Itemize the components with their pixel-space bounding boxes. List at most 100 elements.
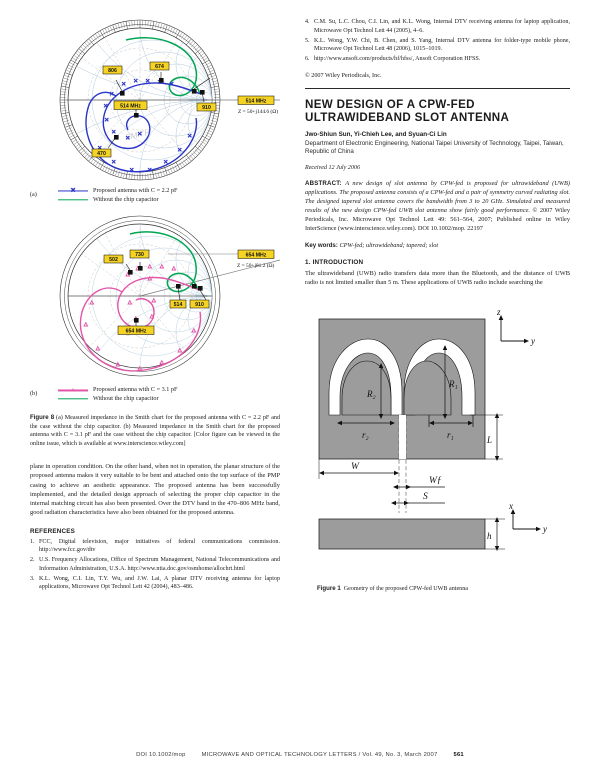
footer-page-number: 561 xyxy=(453,752,464,758)
smith-b-tag-654: 654 MHz xyxy=(117,325,155,335)
smith-a-tag-806: 806 xyxy=(102,65,123,75)
smith-a-tag-514: 514 MHz xyxy=(113,100,148,110)
axes-bottom xyxy=(512,511,539,530)
figure1-caption-text: Geometry of the proposed CPW-fed UWB ant… xyxy=(343,586,468,593)
reference-item: 5. K.L. Wong, Y.W. Chi, B. Chen, and S. … xyxy=(305,37,570,54)
reference-number: 4. xyxy=(305,19,310,25)
legend-label: Without the chip capacitor xyxy=(93,195,159,203)
tag-text: 654 MHz xyxy=(126,329,147,335)
legend-label: Without the chip capacitor xyxy=(93,394,159,402)
panel-id-a: (a) xyxy=(30,191,37,198)
tag-text: 514 xyxy=(174,302,183,308)
dimension-label-S: S xyxy=(423,492,428,502)
axis-label-y-bottom: y xyxy=(542,524,547,534)
smith-a-callout: 514 MHz Z = 50+j144.6 (Ω) xyxy=(237,95,278,115)
legend-label: Proposed antenna with C = 2.2 pF xyxy=(93,187,178,194)
dimension-r1 xyxy=(428,415,474,428)
legend-row: ▵ Proposed antenna with C = 3.1 pF xyxy=(58,386,280,395)
abstract: ABSTRACT: A new design of slot antenna b… xyxy=(305,180,570,233)
legend-panel-b: (b) ▵ Proposed antenna with C = 3.1 pF W… xyxy=(30,386,280,403)
callout-freq: 514 MHz xyxy=(246,98,267,104)
legend-row: ✖ Proposed antenna with C = 2.2 pF xyxy=(58,187,280,196)
tag-text: 674 xyxy=(155,64,164,70)
reference-number: 2. xyxy=(30,557,35,564)
tag-text: 910 xyxy=(202,105,211,111)
dimension-label-r1: r₁ xyxy=(447,430,454,440)
page-footer: DOI 10.1002/mop MICROWAVE AND OPTICAL TE… xyxy=(0,752,600,758)
figure1-caption: Figure 1 Geometry of the proposed CPW-fe… xyxy=(317,585,570,594)
article-title: NEW DESIGN OF A CPW-FED ULTRAWIDEBAND SL… xyxy=(305,97,510,124)
reference-text: FCC, Digital television, major initiativ… xyxy=(39,538,280,554)
section-divider xyxy=(305,87,570,89)
footer-journal: MICROWAVE AND OPTICAL TECHNOLOGY LETTERS… xyxy=(201,752,438,758)
dimension-label-L: L xyxy=(486,435,492,445)
smith-chart-panel-b: SMITH xyxy=(59,215,280,377)
abstract-body: A new design of slot antenna by CPW-fed … xyxy=(305,180,570,214)
keywords: Key words: CPW-fed; ultrawideband; taper… xyxy=(305,242,570,249)
introduction-heading: 1. INTRODUCTION xyxy=(305,258,364,266)
figure8-caption-text: (a) Measured impedance in the Smith char… xyxy=(30,415,280,447)
smith-a-tag-910: 910 xyxy=(196,102,217,112)
reference-item: 4. C.M. Su, L.C. Chou, C.I. Lin, and K.L… xyxy=(305,18,570,35)
smith-chart-panel-a: SMITH xyxy=(59,19,280,181)
tag-text: 910 xyxy=(195,302,204,308)
dimension-label-R2: R₂ xyxy=(366,389,376,399)
dimension-label-R1: R₁ xyxy=(448,379,458,389)
axis-label-z: z xyxy=(496,307,501,317)
axes-top xyxy=(500,317,527,342)
smith-b-tag-502: 502 xyxy=(103,254,124,264)
panel-id-b: (b) xyxy=(30,390,38,398)
reference-text: http://www.ansoft.com/products/hf/hfss/,… xyxy=(314,56,481,62)
references-list-left: 1. FCC, Digital television, major initia… xyxy=(30,538,280,592)
keywords-label: Key words: xyxy=(305,241,338,249)
tag-text: 502 xyxy=(109,257,118,263)
dimension-label-W: W xyxy=(351,462,360,472)
reference-text: K.L. Wong, C.I. Lin, T.Y. Wu, and J.W. L… xyxy=(39,575,280,591)
tag-text: 514 MHz xyxy=(120,103,141,109)
tag-text: 470 xyxy=(97,151,106,157)
smith-b-tag-730: 730 xyxy=(129,249,150,259)
article-authors: Jwo-Shiun Sun, Yi-Chieh Lee, and Syuan-C… xyxy=(305,131,447,139)
article-affiliation: Department of Electronic Engineering, Na… xyxy=(305,139,564,156)
smith-b-tag-514: 514 xyxy=(169,299,187,309)
abstract-tail: © 2007 Wiley Periodicals, Inc. Microwave… xyxy=(305,206,571,232)
dimension-label-Wf: Wƒ xyxy=(429,476,442,486)
tag-text: 730 xyxy=(135,252,144,258)
smith-a-tag-674: 674 xyxy=(149,61,170,71)
reference-item: 6. http://www.ansoft.com/products/hf/hfs… xyxy=(305,55,570,64)
legend-label: Proposed antenna with C = 3.1 pF xyxy=(93,386,178,394)
axis-label-y-top: y xyxy=(530,336,535,346)
reference-item: 2. U.S. Frequency Allocations, Office of… xyxy=(30,556,280,573)
dimension-label-h: h xyxy=(487,531,492,541)
callout-impedance: Z = 50+j144.6 (Ω) xyxy=(238,108,278,115)
introduction-text: The ultrawideband (UWB) radio transfers … xyxy=(305,270,570,287)
reference-text: K.L. Wong, Y.W. Chi, B. Chen, and S. Yan… xyxy=(314,37,570,53)
dimension-label-r2: r₂ xyxy=(362,430,369,440)
abstract-label: ABSTRACT: xyxy=(305,180,342,188)
figure8-caption-label: Figure 8 xyxy=(30,414,55,422)
reference-number: 3. xyxy=(30,575,35,582)
smith-b-tag-910: 910 xyxy=(189,299,210,309)
figure1-diagram: z y R₁ xyxy=(318,307,547,552)
reference-number: 6. xyxy=(305,56,310,62)
keywords-value: CPW-fed; ultrawideband; tapered; slot xyxy=(339,241,439,249)
legend-marker-line-icon xyxy=(58,196,88,204)
reference-text: C.M. Su, L.C. Chou, C.I. Lin, and K.L. W… xyxy=(314,19,570,34)
right-column: 4. C.M. Su, L.C. Chou, C.I. Lin, and K.L… xyxy=(305,18,570,594)
reference-number: 1. xyxy=(30,538,35,545)
reference-text: U.S. Frequency Allocations, Office of Sp… xyxy=(39,557,280,572)
antenna-substrate-side xyxy=(318,518,486,550)
introduction-container: The ultrawideband (UWB) radio transfers … xyxy=(305,269,570,287)
copyright-line: © 2007 Wiley Periodicals, Inc. xyxy=(305,71,382,79)
smith-a-tag-470: 470 xyxy=(91,148,112,158)
references-heading: REFERENCES xyxy=(30,527,76,535)
reference-item: 3. K.L. Wong, C.I. Lin, T.Y. Wu, and J.W… xyxy=(30,575,280,592)
legend-panel-a: (a) ✖ Proposed antenna with C = 2.2 pF W… xyxy=(30,187,280,204)
left-column: SMITH xyxy=(30,18,280,593)
legend-marker-line-icon xyxy=(58,395,88,403)
reference-number: 5. xyxy=(305,37,310,44)
figure8-caption: Figure 8 (a) Measured impedance in the S… xyxy=(30,414,280,448)
figure1-caption-label: Figure 1 xyxy=(317,585,341,593)
received-date: Received 12 July 2006 xyxy=(305,165,360,172)
